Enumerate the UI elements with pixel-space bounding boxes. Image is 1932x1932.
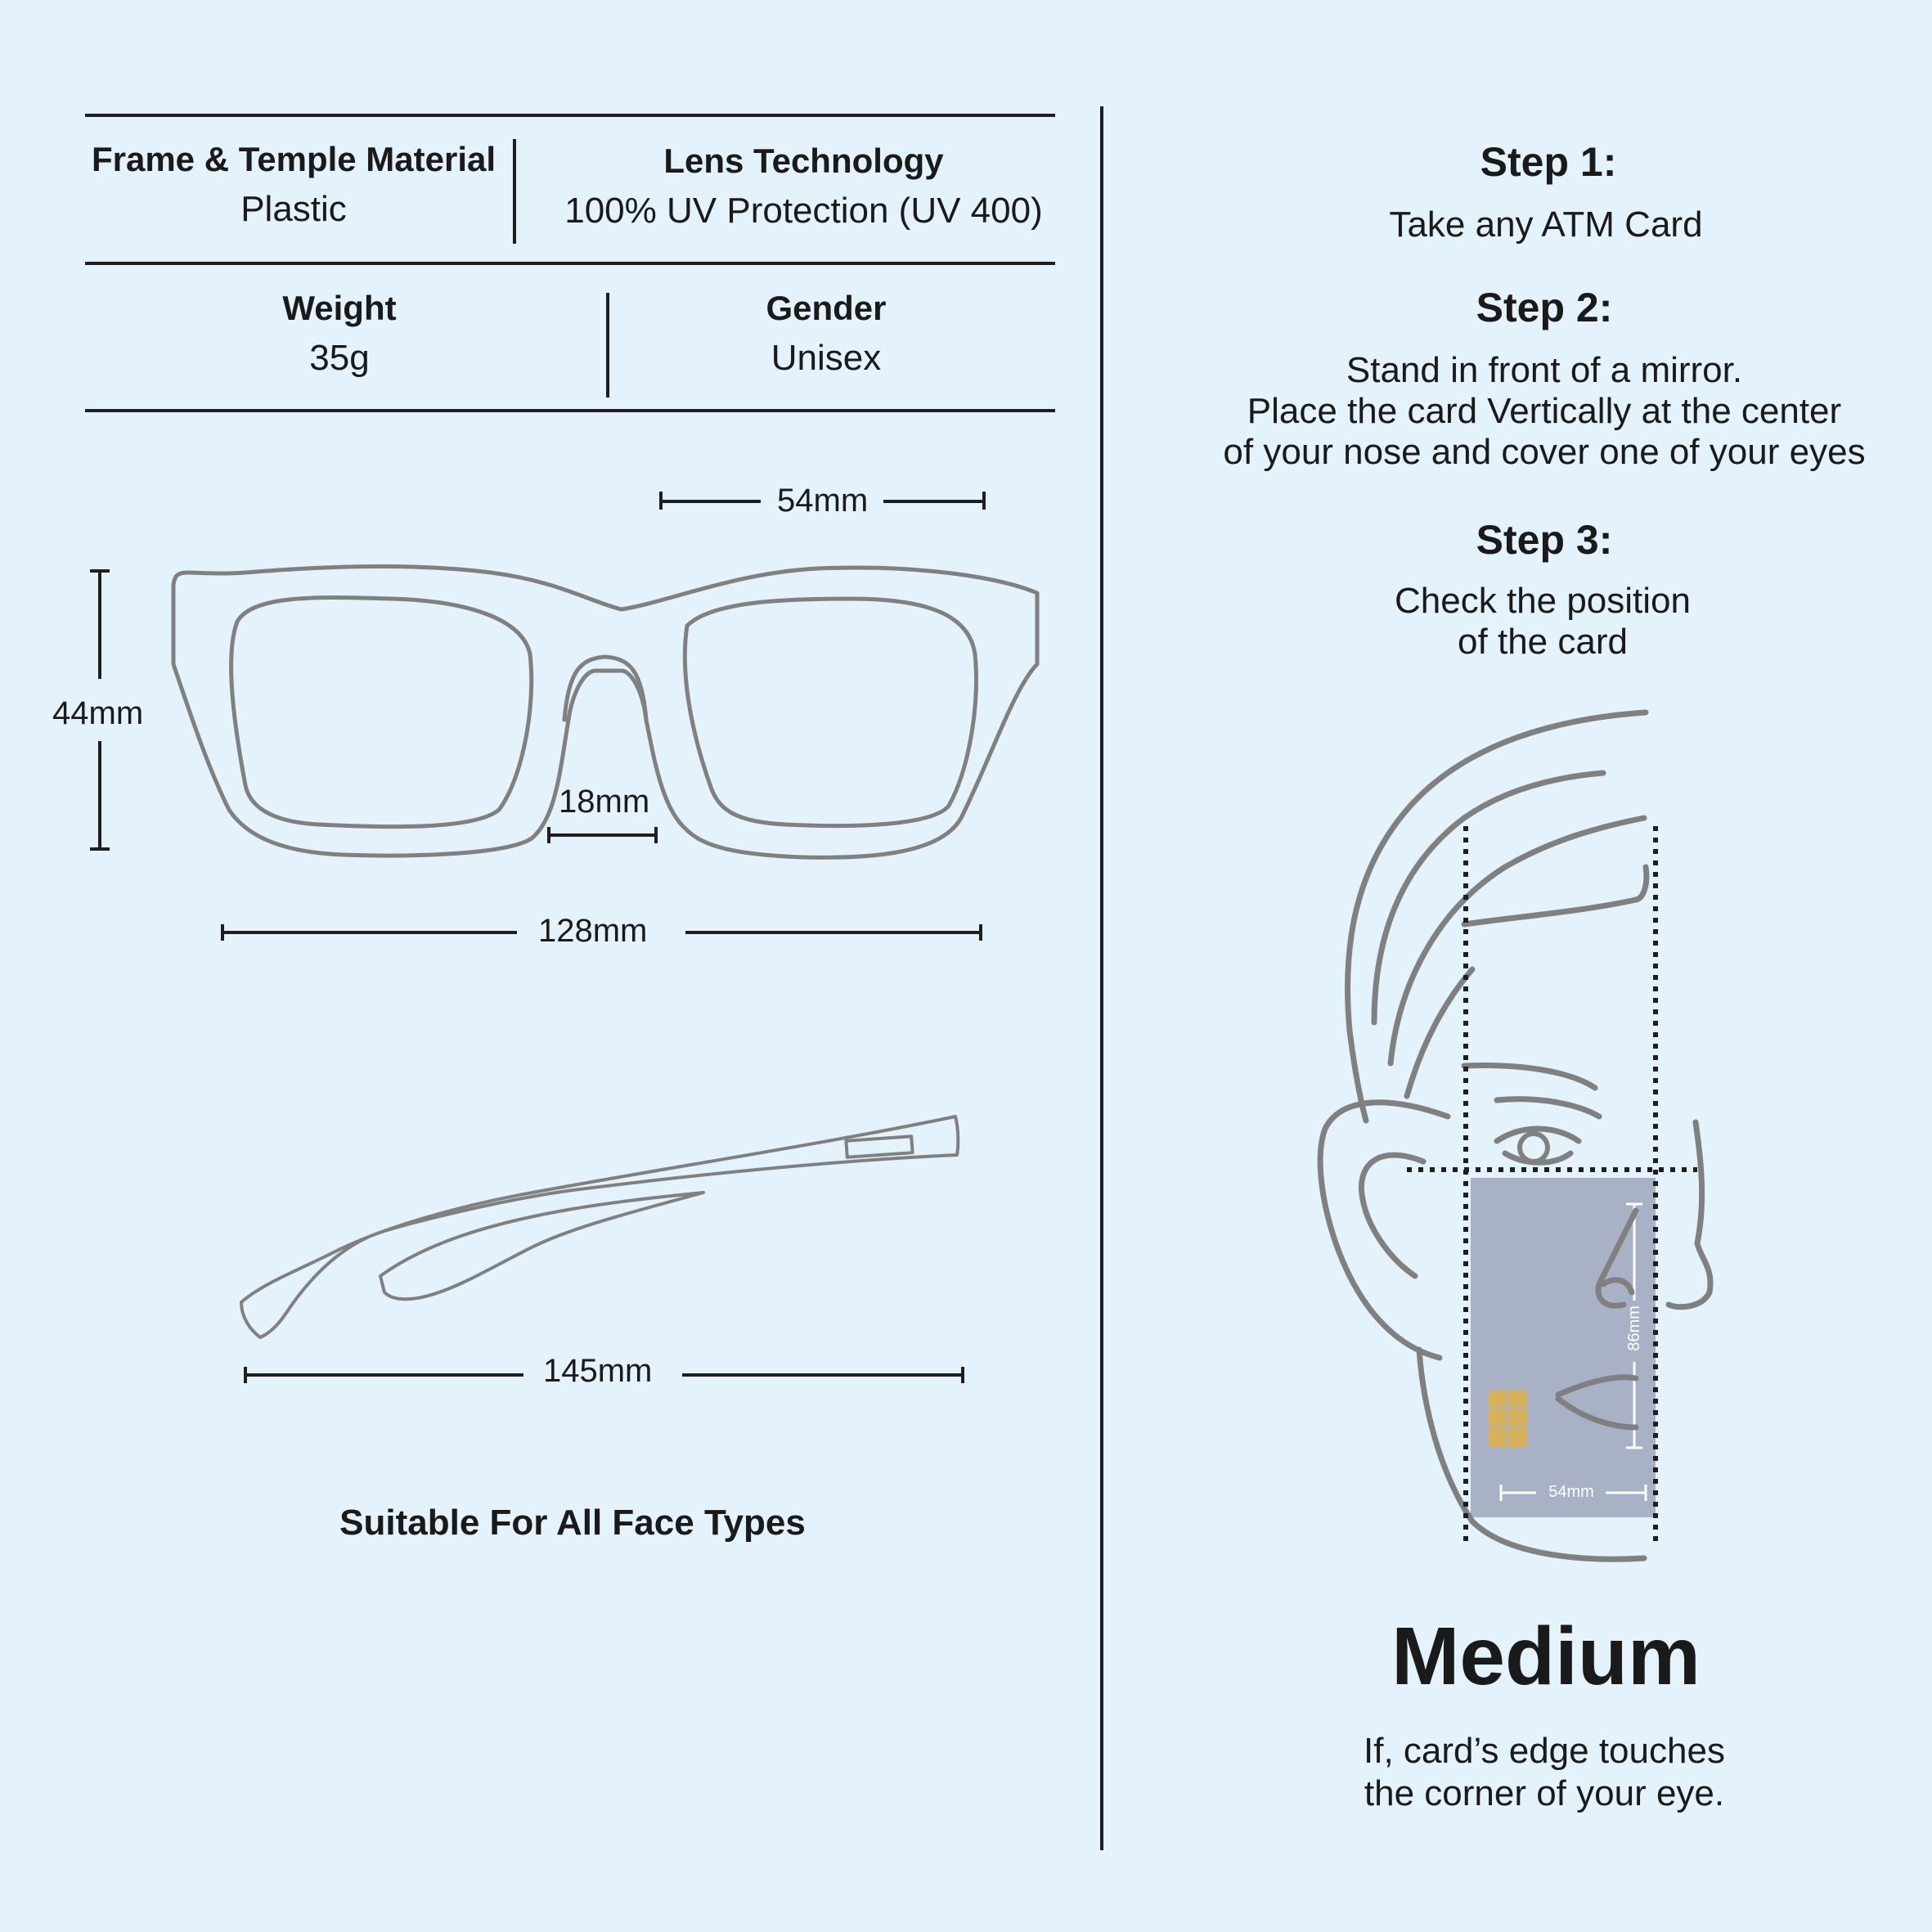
step-1-title: Step 1: [1480, 139, 1617, 185]
lens-height-label: 44mm [52, 695, 144, 731]
step-text-line: Take any ATM Card [1389, 204, 1703, 245]
lens-width-tick-right [982, 492, 986, 510]
nose [1595, 1207, 1639, 1309]
spec-value: 35g [309, 338, 370, 378]
eye-upper [1494, 1126, 1582, 1144]
eye-iris [1517, 1131, 1550, 1164]
result-note-line: the corner of your eye. [1364, 1773, 1725, 1813]
temple-length-tick-right [961, 1367, 964, 1383]
head-top [1345, 709, 1649, 1124]
center-divider [1100, 106, 1103, 1850]
spec-label: Gender [766, 289, 887, 327]
step-2-text: Stand in front of a mirror. Place the ca… [1135, 350, 1932, 473]
brow-lower [1494, 1096, 1602, 1120]
temple-length-line-left [245, 1373, 523, 1377]
lens-width-line-left [661, 500, 761, 503]
forehead-right [1665, 1119, 1714, 1310]
size-result: Medium [1391, 1611, 1701, 1702]
step-text-line: Place the card Vertically at the center [1247, 391, 1842, 431]
temple-hinge-slot [844, 1134, 914, 1159]
spec-weight: Weight 35g [176, 288, 503, 381]
step-text-line: Stand in front of a mirror. [1346, 350, 1743, 390]
spec-value: 100% UV Protection (UV 400) [564, 191, 1043, 231]
frame-width-line-right [685, 931, 982, 934]
lens-height-tick-bottom [90, 847, 110, 851]
face-types-note: Suitable For All Face Types [339, 1503, 806, 1543]
step-text-line: Check the position [1395, 581, 1691, 621]
lips-upper [1555, 1374, 1639, 1398]
ear-inner [1358, 1152, 1427, 1279]
result-note: If, card’s edge touches the corner of yo… [1135, 1730, 1932, 1815]
hair-strand-1 [1371, 770, 1606, 1026]
step-3-title: Step 3: [1476, 517, 1613, 563]
spec-value: Unisex [771, 338, 882, 378]
card-chip-icon [1489, 1391, 1527, 1448]
spec-label: Lens Technology [663, 142, 944, 180]
frame-width-line-left [222, 931, 517, 934]
hair-strand-3 [1461, 864, 1650, 928]
temple-arm-inner [379, 1191, 705, 1301]
hair-strand-4 [1404, 966, 1476, 1099]
step-text-line: of your nose and cover one of your eyes [1223, 432, 1866, 472]
spec-label: Weight [282, 289, 397, 327]
jaw [1416, 1346, 1647, 1562]
bridge-label: 18mm [559, 784, 650, 820]
frame-width-tick-right [979, 924, 982, 941]
ear-outer [1317, 1099, 1451, 1361]
step-text-line: of the card [1458, 622, 1628, 662]
spec-label: Frame & Temple Material [91, 140, 496, 178]
nostril [1600, 1277, 1635, 1296]
lens-width-line-right [883, 500, 984, 503]
table-divider-top [513, 139, 516, 244]
hair-strand-2 [1387, 815, 1647, 1067]
frame-width-tick-left [221, 924, 224, 941]
lens-height-line-top [98, 571, 101, 679]
card-width-label: 54mm [1548, 1483, 1594, 1501]
bridge-tick-right [654, 827, 658, 843]
step-1-text: Take any ATM Card [1137, 204, 1932, 245]
frame-width-label: 128mm [538, 913, 648, 949]
left-lens [229, 595, 534, 829]
lens-width-label: 54mm [777, 483, 869, 519]
right-lens [682, 596, 978, 829]
step-2-title: Step 2: [1476, 285, 1613, 330]
step-3-text: Check the position of the card [1134, 581, 1932, 663]
bridge-tick-left [547, 827, 550, 843]
table-top-rule [85, 114, 1055, 117]
bridge-line [548, 833, 658, 837]
spec-lens-technology: Lens Technology 100% UV Protection (UV 4… [532, 141, 1076, 234]
brow [1461, 1063, 1598, 1091]
spec-value: Plastic [240, 189, 347, 229]
temple-length-label: 145mm [543, 1353, 653, 1389]
spec-frame-material: Frame & Temple Material Plastic [85, 139, 502, 232]
temple-length-line-right [682, 1373, 964, 1377]
table-bottom-rule [85, 409, 1055, 412]
card-height-label: 86mm [1625, 1305, 1643, 1351]
lens-height-tick-top [90, 569, 110, 573]
spec-gender: Gender Unisex [663, 288, 990, 381]
temple-arm-outer [240, 1115, 960, 1339]
lens-height-line-bottom [98, 741, 101, 849]
result-note-line: If, card’s edge touches [1364, 1731, 1725, 1771]
frame-outline [171, 564, 1040, 860]
temple-length-tick-left [244, 1367, 247, 1383]
lips-lower [1555, 1395, 1639, 1431]
bridge [562, 654, 649, 722]
table-middle-rule [85, 262, 1055, 265]
table-divider-bottom [606, 293, 609, 398]
lens-width-tick-left [659, 492, 663, 510]
